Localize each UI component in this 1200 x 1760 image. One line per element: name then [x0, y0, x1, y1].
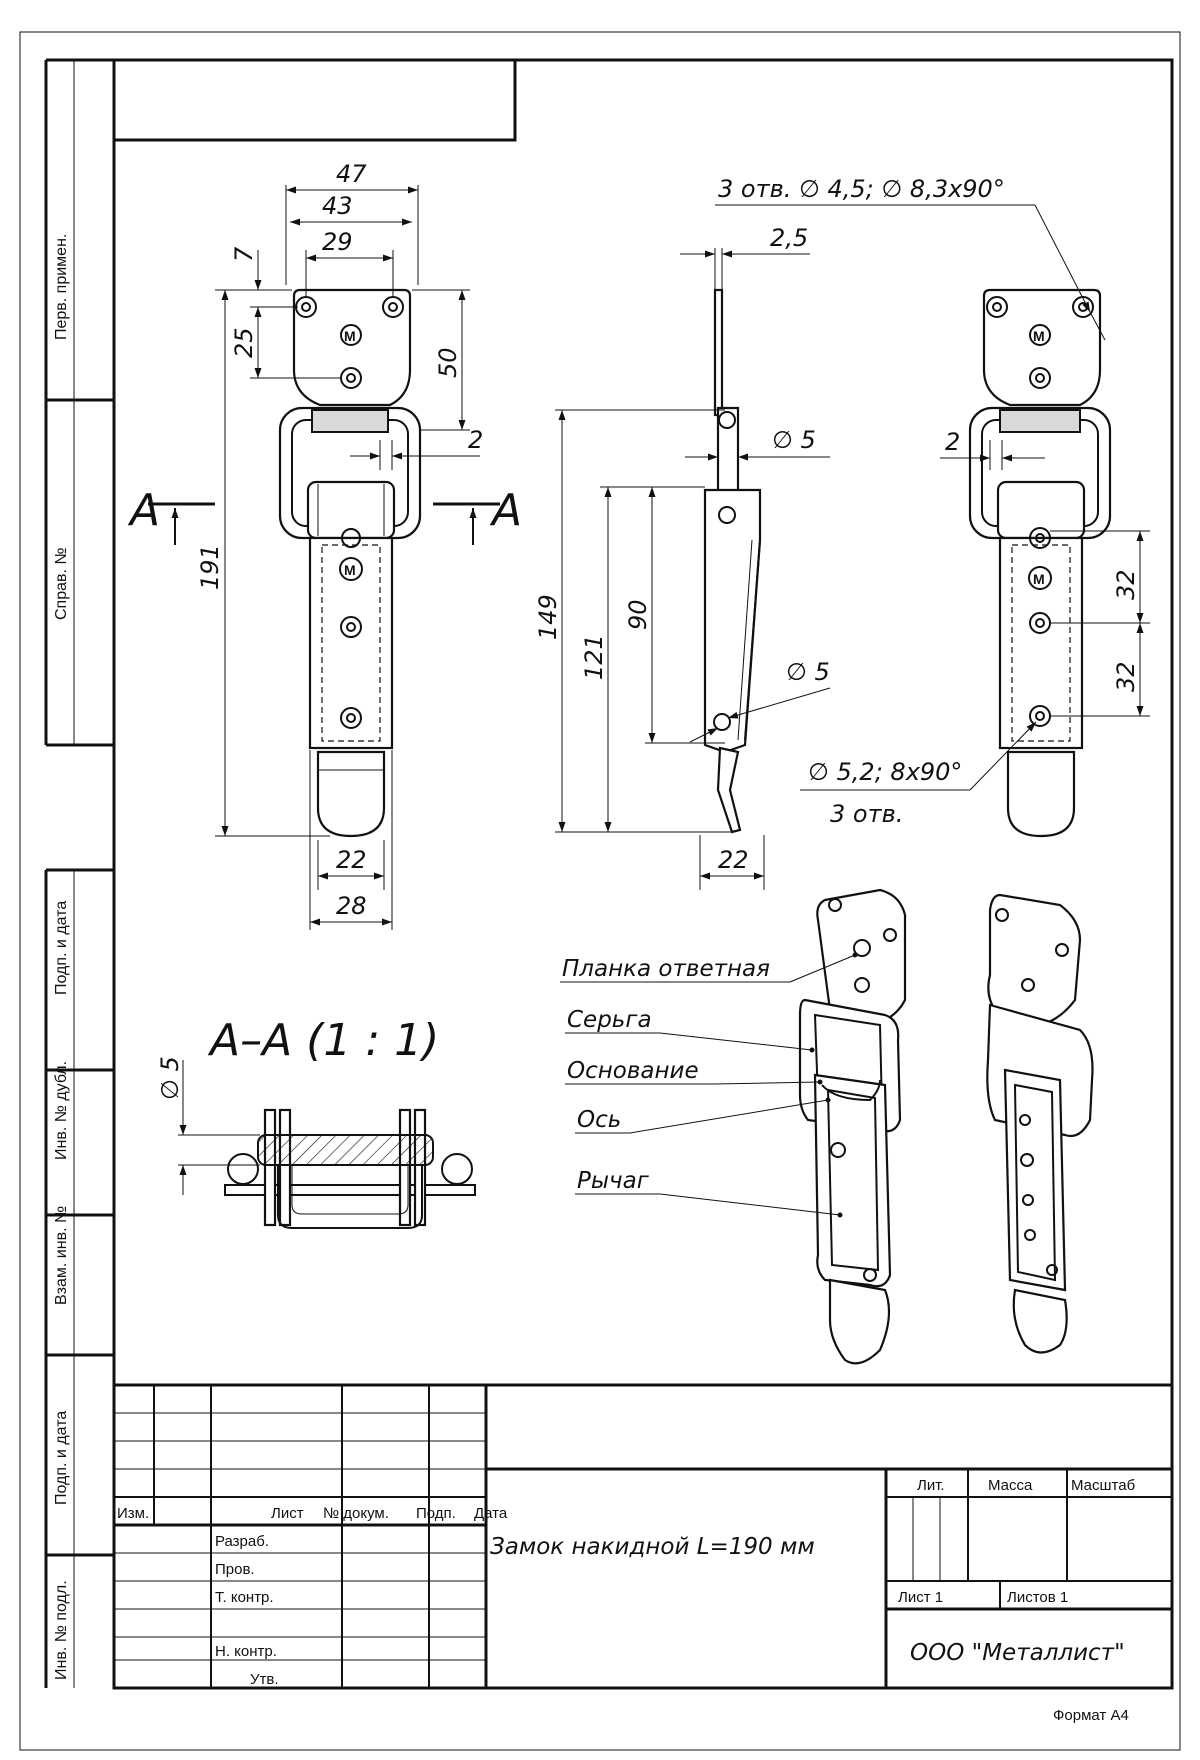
side-podp-data-1: Подп. и дата	[53, 901, 70, 995]
dim-47: 47	[336, 160, 367, 188]
dim-holes-note: 3 отв. ∅ 4,5; ∅ 8,3x90°	[718, 175, 1005, 203]
side-inv-dubl: Инв. № дубл.	[53, 1061, 70, 1160]
tb-data: Дата	[474, 1505, 508, 1522]
leader-planka: Планка ответная	[562, 956, 770, 982]
dim-phi5-side-bottom: ∅ 5	[786, 658, 830, 686]
tb-utv: Утв.	[250, 1671, 279, 1688]
dim-phi5-2: ∅ 5,2; 8x90°	[808, 758, 962, 786]
svg-text:M: M	[1033, 571, 1045, 587]
dim-90: 90	[624, 599, 652, 630]
leader-rychag: Рычаг	[577, 1168, 650, 1194]
leader-labels: Планка ответная Серьга Основание Ось Рыч…	[560, 952, 858, 1218]
side-view: 2,5 ∅ 5 149 121 90 ∅ 5 22	[534, 224, 831, 890]
tb-format: Формат А4	[1053, 1707, 1129, 1724]
side-inv-podl: Инв. № подл.	[53, 1580, 70, 1680]
dim-28: 28	[336, 892, 367, 920]
tb-massa: Масса	[988, 1477, 1033, 1494]
section-aa: A–A (1 : 1) ∅ 5	[156, 1015, 476, 1229]
dim-2-front: 2	[468, 426, 483, 454]
tb-razrab: Разраб.	[215, 1533, 269, 1550]
leader-osnovanie: Основание	[567, 1058, 699, 1084]
side-perv-primen: Перв. примен.	[53, 234, 70, 340]
dim-191: 191	[196, 544, 224, 590]
dim-50: 50	[434, 347, 462, 378]
dim-25: 25	[230, 327, 258, 358]
dim-3-holes: 3 отв.	[830, 800, 903, 828]
isometric-view-back	[986, 893, 1094, 1354]
tb-podp: Подп.	[416, 1505, 456, 1522]
tb-n-kontr: Н. контр.	[215, 1643, 277, 1660]
tb-designation: Замок накидной L=190 мм	[490, 1534, 815, 1560]
tb-masshtab: Масштаб	[1071, 1477, 1135, 1494]
tb-lit: Лит.	[917, 1477, 945, 1494]
dim-29: 29	[322, 228, 353, 256]
side-stamp: Перв. примен. Справ. № Подп. и дата Инв.…	[44, 58, 114, 1688]
leader-os: Ось	[577, 1107, 621, 1133]
svg-text:M: M	[344, 562, 356, 578]
dim-149: 149	[534, 594, 562, 640]
tb-list-no: Лист 1	[898, 1589, 943, 1606]
dim-phi5-section: ∅ 5	[156, 1056, 184, 1100]
title-block: Изм. Лист № докум. Подп. Дата Разраб. Пр…	[114, 1383, 1172, 1724]
side-vzam-inv: Взам. инв. №	[53, 1206, 70, 1305]
dim-43: 43	[322, 192, 353, 220]
tb-listov: Листов 1	[1007, 1589, 1068, 1606]
section-mark-right: A	[489, 485, 522, 536]
leader-serga: Серьга	[567, 1007, 652, 1033]
svg-text:M: M	[344, 328, 356, 344]
dim-22-side: 22	[718, 846, 749, 874]
tb-no-dokum: № докум.	[323, 1505, 389, 1522]
front-view: M M 47 43 29 191	[127, 160, 522, 930]
drawing-frame	[19, 31, 1181, 1751]
tb-list: Лист	[271, 1505, 304, 1522]
side-podp-data-2: Подп. и дата	[53, 1411, 70, 1505]
back-view: M M 3 отв. ∅ 4,5; ∅ 8,3x90° 2 32 32	[715, 175, 1150, 838]
tb-izm: Изм.	[117, 1505, 149, 1522]
isometric-view-front	[798, 888, 907, 1365]
section-title: A–A (1 : 1)	[207, 1015, 439, 1066]
tb-t-kontr: Т. контр.	[215, 1589, 274, 1606]
dim-2-back: 2	[945, 428, 960, 456]
dim-phi5-side-top: ∅ 5	[772, 426, 816, 454]
section-mark-left: A	[127, 485, 160, 536]
dim-121: 121	[580, 634, 608, 680]
dim-32-a: 32	[1112, 569, 1140, 600]
side-sprav-no: Справ. №	[53, 547, 70, 620]
tb-prov: Пров.	[215, 1561, 255, 1578]
dim-32-b: 32	[1112, 661, 1140, 692]
dim-22-front: 22	[336, 846, 367, 874]
dim-2-5: 2,5	[770, 224, 808, 252]
svg-text:M: M	[1033, 328, 1045, 344]
dim-7: 7	[230, 246, 258, 262]
tb-company: ООО "Металлист"	[910, 1640, 1125, 1666]
